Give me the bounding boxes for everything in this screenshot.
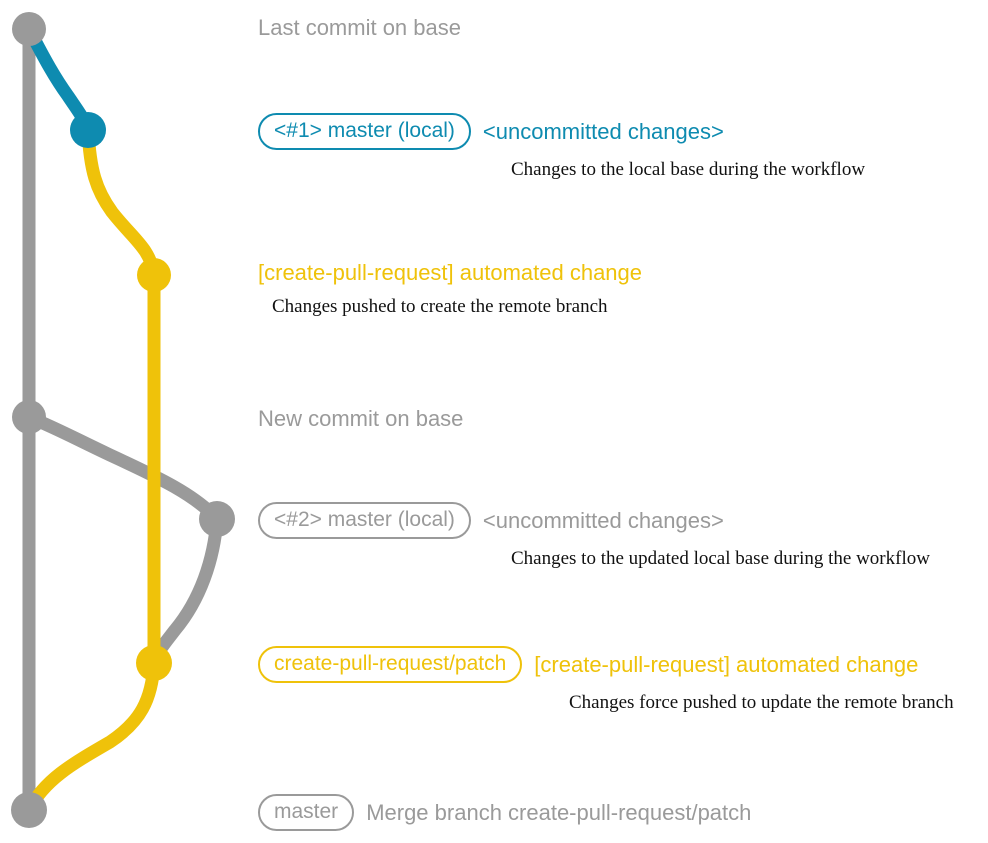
commit-node-remote-automated-2 xyxy=(136,645,172,681)
row-content: Last commit on base xyxy=(258,14,461,42)
row-local-change-1: <#1> master (local) <uncommitted changes… xyxy=(258,113,865,182)
local2-to-remote2-curve xyxy=(147,512,224,670)
commit-node-base-new xyxy=(12,400,46,434)
description-automated-change-1: Changes pushed to create the remote bran… xyxy=(272,295,608,317)
row-headline-line: create-pull-request/patch [create-pull-r… xyxy=(258,646,954,683)
commit-node-base-last xyxy=(12,12,46,46)
row-description-line: Changes force pushed to update the remot… xyxy=(258,692,954,715)
row-description-line: Changes to the local base during the wor… xyxy=(258,159,865,182)
branch-pill-master[interactable]: master xyxy=(258,794,355,831)
description-local-change-1: Changes to the local base during the wor… xyxy=(511,159,866,180)
commit-node-local-uncommitted-2 xyxy=(199,501,235,537)
row-headline-line: master Merge branch create-pull-request/… xyxy=(258,794,751,831)
headline-new-commit-on-base: New commit on base xyxy=(258,406,464,431)
row-new-commit-on-base: New commit on base xyxy=(258,405,463,433)
headline-automated-change-2: [create-pull-request] automated change xyxy=(534,651,919,677)
headline-uncommitted-changes-2: <uncommitted changes> xyxy=(482,507,724,533)
branch-pill-local-1[interactable]: <#1> master (local) xyxy=(258,113,471,150)
row-automated-change-1: [create-pull-request] automated change C… xyxy=(258,259,642,318)
row-content: New commit on base xyxy=(258,405,463,433)
headline-automated-change-1: [create-pull-request] automated change xyxy=(258,260,643,285)
row-headline-line: [create-pull-request] automated change xyxy=(258,259,642,287)
row-headline-line: <#2> master (local) <uncommitted changes… xyxy=(258,502,930,539)
local1-to-remote1-curve xyxy=(81,123,161,282)
remote2-to-merge-curve xyxy=(22,656,161,817)
row-automated-change-2: create-pull-request/patch [create-pull-r… xyxy=(258,646,954,715)
row-merge-commit: master Merge branch create-pull-request/… xyxy=(258,794,751,831)
commit-node-remote-automated-1 xyxy=(137,258,171,292)
description-automated-change-2: Changes force pushed to update the remot… xyxy=(569,692,954,713)
row-content: master Merge branch create-pull-request/… xyxy=(258,794,751,831)
commit-node-base-merge xyxy=(11,792,47,828)
row-local-change-2: <#2> master (local) <uncommitted changes… xyxy=(258,502,930,571)
headline-merge-commit: Merge branch create-pull-request/patch xyxy=(366,799,752,825)
row-headline-line: <#1> master (local) <uncommitted changes… xyxy=(258,113,865,150)
row-headline-line: Last commit on base xyxy=(258,14,461,42)
headline-last-commit-on-base: Last commit on base xyxy=(258,15,461,40)
row-content: <#2> master (local) <uncommitted changes… xyxy=(258,502,930,571)
row-description-line: Changes pushed to create the remote bran… xyxy=(258,296,642,319)
base-to-local2-curve xyxy=(22,410,224,526)
row-content: <#1> master (local) <uncommitted changes… xyxy=(258,113,865,182)
row-content: [create-pull-request] automated change C… xyxy=(258,259,642,318)
row-headline-line: New commit on base xyxy=(258,405,463,433)
branch-pill-local-2[interactable]: <#2> master (local) xyxy=(258,502,471,539)
commit-node-local-uncommitted-1 xyxy=(70,112,106,148)
description-local-change-2: Changes to the updated local base during… xyxy=(511,548,930,569)
branch-pill-create-pull-request-patch[interactable]: create-pull-request/patch xyxy=(258,646,523,683)
headline-uncommitted-changes-1: <uncommitted changes> xyxy=(482,118,724,144)
row-content: create-pull-request/patch [create-pull-r… xyxy=(258,646,954,715)
row-description-line: Changes to the updated local base during… xyxy=(258,548,930,571)
row-last-commit-on-base: Last commit on base xyxy=(258,14,461,42)
